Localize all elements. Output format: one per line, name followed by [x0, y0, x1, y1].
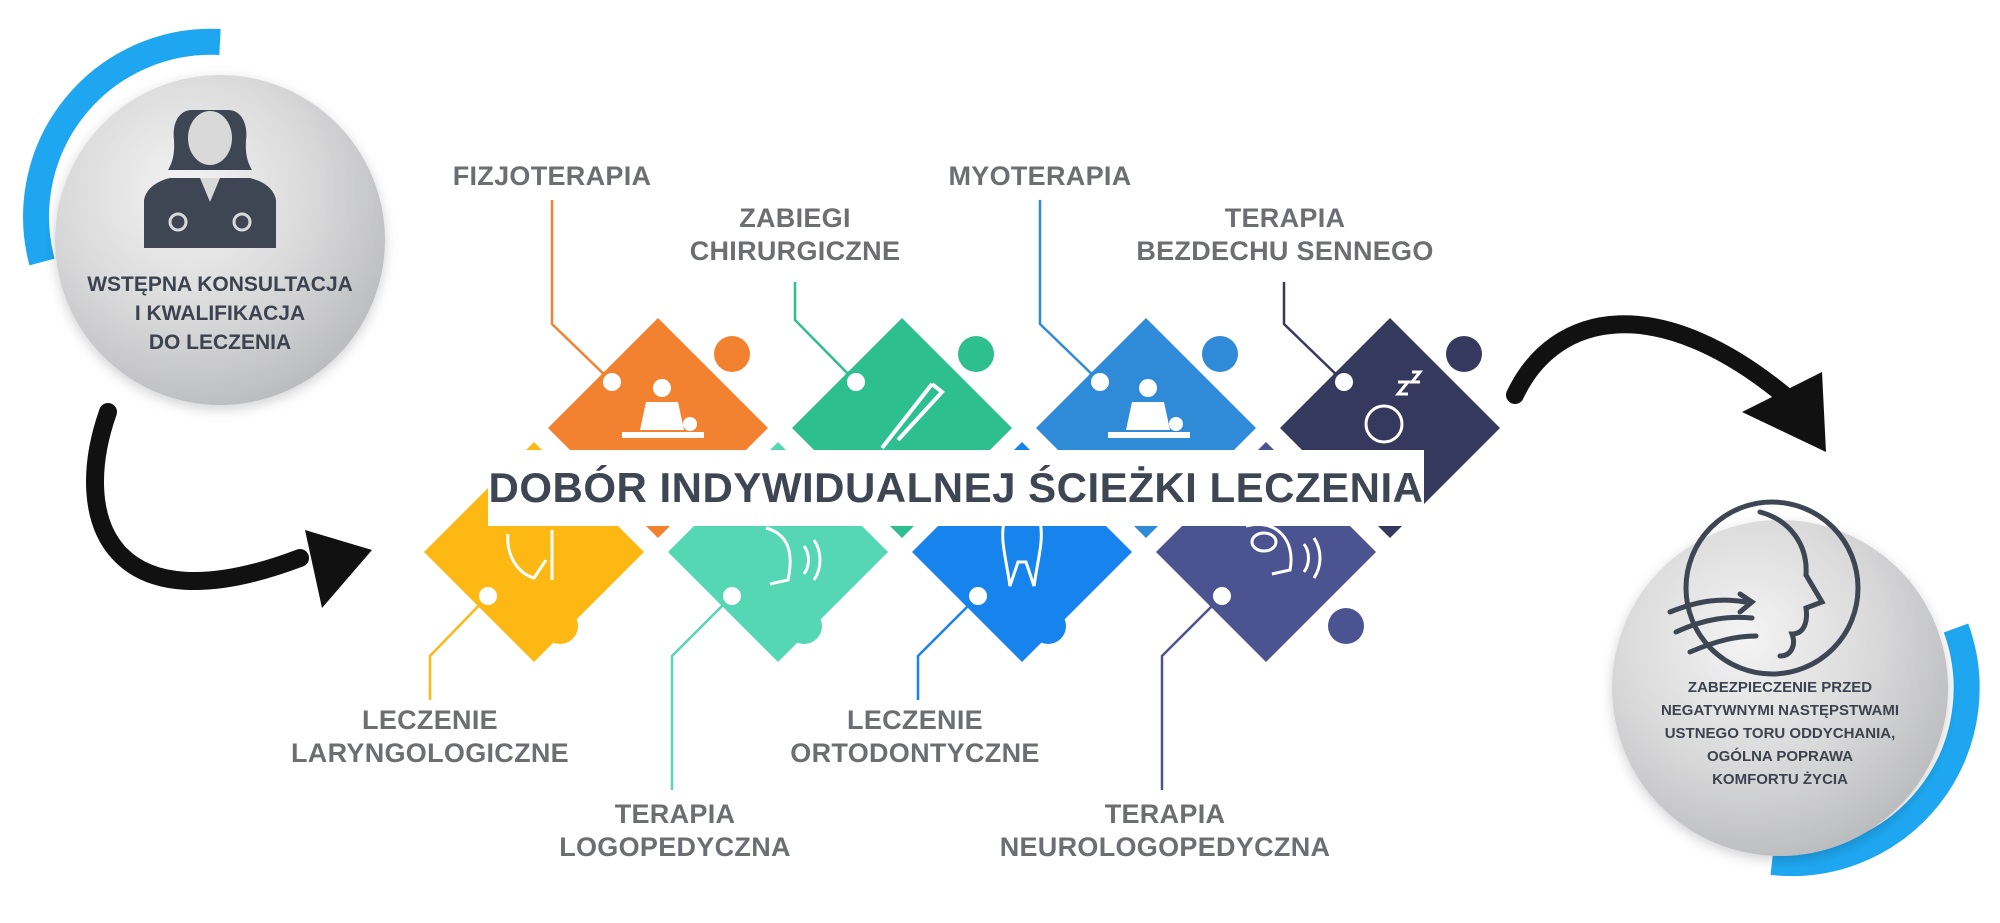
label-laryngologia: LECZENIE LARYNGOLOGICZNE	[291, 705, 569, 768]
massage-icon	[622, 379, 704, 438]
speech-icon	[765, 526, 822, 586]
throat-icon	[506, 530, 554, 580]
sleep-icon	[1364, 370, 1424, 444]
label-zabiegi: ZABIEGI CHIRURGICZNE	[689, 203, 901, 266]
start-step	[23, 28, 385, 405]
label-fizjoterapia: FIZJOTERAPIA	[452, 161, 652, 191]
end-step	[1612, 499, 1980, 877]
label-bezdech: TERAPIA BEZDECHU SENNEGO	[1136, 203, 1434, 266]
start-step-text: WSTĘPNA KONSULTACJA I KWALIFIKACJA DO LE…	[87, 273, 353, 354]
start-accent-arc	[23, 28, 221, 266]
label-neurologopedia: TERAPIA NEUROLOGOPEDYCZNA	[999, 799, 1331, 862]
label-logopedia: TERAPIA LOGOPEDYCZNA	[559, 799, 791, 862]
top-connectors	[550, 200, 1345, 383]
end-accent-arc	[1770, 623, 1980, 877]
label-ortodoncja: LECZENIE ORTODONTYCZNE	[790, 705, 1040, 768]
banner-title: DOBÓR INDYWIDUALNEJ ŚCIEŻKI LECZENIA	[488, 464, 1424, 511]
doctor-icon	[144, 110, 276, 248]
label-myoterapia: MYOTERAPIA	[948, 161, 1132, 191]
massage-icon	[1108, 379, 1190, 438]
scalpel-icon	[880, 382, 945, 450]
banner-background	[488, 450, 1424, 526]
breathing-face-icon	[1667, 499, 1861, 677]
end-step-text: ZABEZPIECZENIE PRZED NEGATYWNYMI NASTĘPS…	[1660, 679, 1900, 788]
bottom-connectors	[428, 595, 1223, 790]
arrow-to-treatment	[86, 403, 372, 608]
arrow-to-result	[1506, 315, 1826, 452]
